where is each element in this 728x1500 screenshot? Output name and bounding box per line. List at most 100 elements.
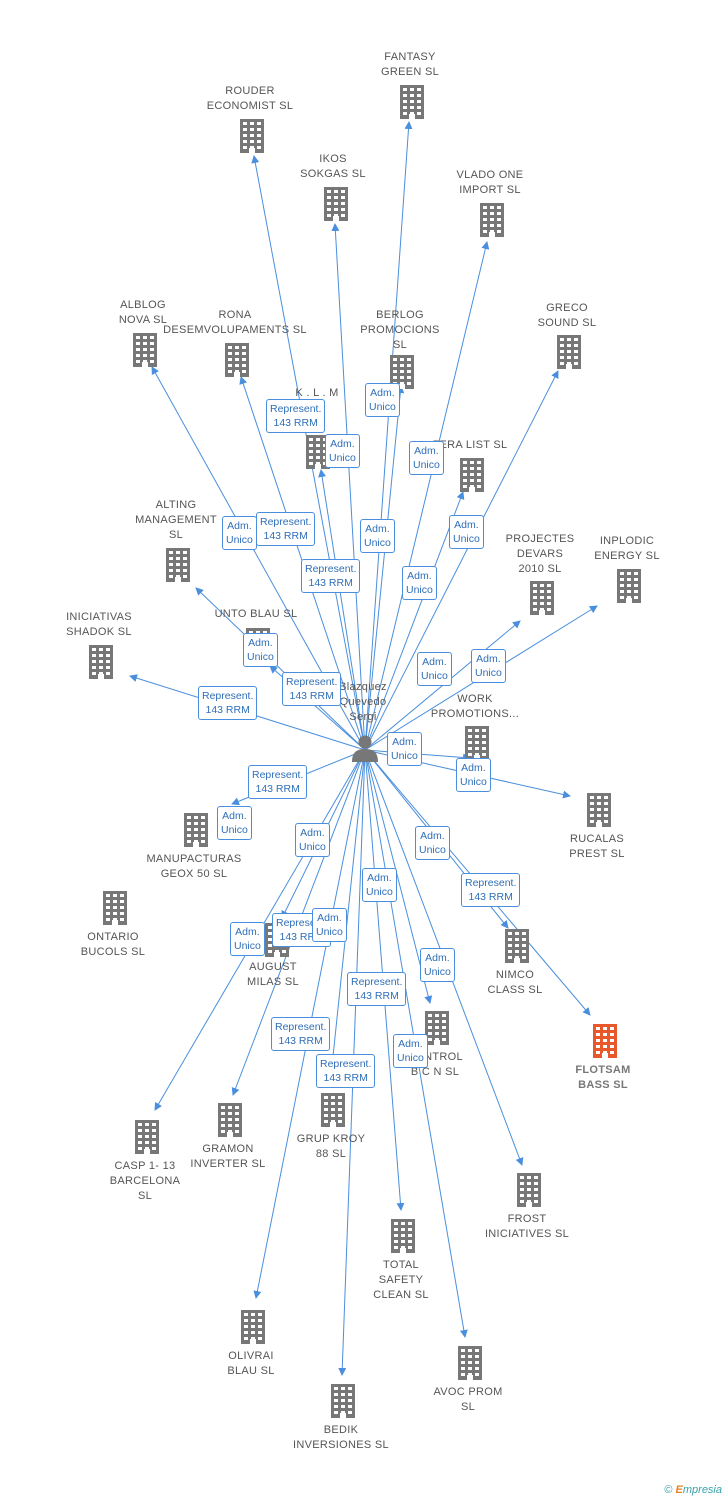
relation-label: Adm. Unico — [409, 441, 444, 475]
building-icon[interactable] — [593, 1024, 617, 1063]
relation-label: Represent. 143 RRM — [256, 512, 316, 546]
building-icon[interactable] — [617, 569, 641, 608]
company-label[interactable]: BEDIK INVERSIONES SL — [293, 1424, 389, 1451]
edge-ikos — [331, 223, 366, 751]
building-icon[interactable] — [103, 891, 127, 930]
relation-label: Adm. Unico — [312, 908, 347, 942]
company-label[interactable]: FLOTSAM BASS SL — [575, 1064, 631, 1091]
relation-label: Adm. Unico — [325, 434, 360, 468]
company-label[interactable]: INPLODIC ENERGY SL — [594, 535, 660, 562]
building-icon[interactable] — [241, 1310, 265, 1349]
building-icon[interactable] — [460, 458, 484, 497]
relation-label: Adm. Unico — [415, 826, 450, 860]
company-label[interactable]: NIMCO CLASS SL — [487, 969, 543, 996]
relation-label: Represent. 143 RRM — [301, 559, 361, 593]
building-icon[interactable] — [425, 1011, 449, 1050]
company-label[interactable]: FANTASY GREEN SL — [380, 51, 440, 78]
building-icon[interactable] — [240, 119, 264, 158]
edge-berlog — [364, 385, 405, 751]
relation-label: Adm. Unico — [387, 732, 422, 766]
relation-label: Adm. Unico — [360, 519, 395, 553]
relation-label: Adm. Unico — [420, 948, 455, 982]
relation-label: Represent. 143 RRM — [316, 1054, 376, 1088]
brand-logo-e: E — [675, 1484, 683, 1496]
edge-vlado — [364, 241, 490, 751]
relation-label: Represent. 143 RRM — [282, 672, 342, 706]
company-label[interactable]: AUGUST MILAS SL — [247, 961, 299, 988]
relation-label: Represent. 143 RRM — [266, 399, 326, 433]
person-name[interactable]: Blazquez Quevedo Sergi — [339, 681, 387, 723]
company-label[interactable]: CONTROL B C N SL — [407, 1051, 463, 1078]
copyright-symbol: © — [664, 1484, 673, 1496]
company-label[interactable]: IKOS SOKGAS SL — [300, 153, 366, 180]
relation-label: Adm. Unico — [362, 868, 397, 902]
relation-label: Represent. 143 RRM — [461, 873, 521, 907]
relation-label: Represent. 143 RRM — [248, 765, 308, 799]
building-icon[interactable] — [400, 85, 424, 124]
building-icon[interactable] — [331, 1384, 355, 1423]
edge-alting — [195, 587, 366, 751]
company-label[interactable]: ROUDER ECONOMIST SL — [206, 85, 294, 112]
building-icon[interactable] — [391, 1219, 415, 1258]
company-label[interactable]: INICIATIVAS SHADOK SL — [66, 611, 132, 638]
company-label[interactable]: MANUPACTURAS GEOX 50 SL — [146, 853, 242, 880]
relation-label: Represent. 143 RRM — [271, 1017, 331, 1051]
relation-label: Adm. Unico — [471, 649, 506, 683]
building-icon[interactable] — [133, 333, 157, 372]
company-label[interactable]: OLIVRAI BLAU SL — [227, 1350, 275, 1377]
company-label[interactable]: ONTARIO BUCOLS SL — [80, 931, 146, 958]
company-label[interactable]: AVOC PROM SL — [433, 1386, 503, 1413]
relation-label: Represent. 143 RRM — [198, 686, 258, 720]
company-label[interactable]: GRUP KROY 88 SL — [296, 1133, 366, 1160]
building-icon[interactable] — [324, 187, 348, 226]
edge-greco — [364, 370, 559, 751]
relation-label: Adm. Unico — [393, 1034, 428, 1068]
company-label[interactable]: UNTO BLAU SL — [214, 608, 298, 620]
edge-control — [364, 749, 433, 1004]
company-label[interactable]: PROJECTES DEVARS 2010 SL — [505, 533, 575, 575]
person-icon[interactable] — [351, 734, 379, 767]
building-icon[interactable] — [225, 343, 249, 382]
building-icon[interactable] — [458, 1346, 482, 1385]
company-label[interactable]: RONA DESEMVOLUPAMENTS SL — [163, 309, 307, 336]
brand-logo-text: mpresia — [682, 1484, 722, 1496]
relation-label: Adm. Unico — [402, 566, 437, 600]
building-icon[interactable] — [321, 1093, 345, 1132]
relation-label: Adm. Unico — [365, 383, 400, 417]
company-label[interactable]: GRECO SOUND SL — [537, 302, 597, 329]
company-label[interactable]: GRAMON INVERTER SL — [190, 1143, 266, 1170]
building-icon[interactable] — [557, 335, 581, 374]
relation-label: Adm. Unico — [230, 922, 265, 956]
building-icon[interactable] — [184, 813, 208, 852]
building-icon[interactable] — [505, 929, 529, 968]
relation-label: Adm. Unico — [449, 515, 484, 549]
building-icon[interactable] — [530, 581, 554, 620]
relation-label: Adm. Unico — [217, 806, 252, 840]
edge-fera — [364, 491, 465, 751]
relation-label: Adm. Unico — [222, 516, 257, 550]
building-icon[interactable] — [135, 1120, 159, 1159]
building-icon[interactable] — [89, 645, 113, 684]
relation-label: Represent. 143 RRM — [347, 972, 407, 1006]
company-label[interactable]: FROST INICIATIVES SL — [484, 1213, 570, 1240]
company-label[interactable]: RUCALAS PREST SL — [569, 833, 625, 860]
company-label[interactable]: VLADO ONE IMPORT SL — [456, 169, 524, 196]
footer-brand: © Empresia — [664, 1484, 722, 1496]
company-label[interactable]: WORK PROMOTIONS... — [430, 693, 520, 720]
building-icon[interactable] — [218, 1103, 242, 1142]
company-label[interactable]: BERLOG PROMOCIONS SL — [360, 309, 440, 351]
relation-label: Adm. Unico — [456, 758, 491, 792]
company-label[interactable]: ALBLOG NOVA SL — [118, 299, 168, 326]
company-label[interactable]: CASP 1- 13 BARCELONA SL — [109, 1160, 181, 1202]
edge-fantasy — [364, 121, 413, 751]
building-icon[interactable] — [587, 793, 611, 832]
building-icon[interactable] — [517, 1173, 541, 1212]
edge-klm — [318, 469, 366, 751]
building-icon[interactable] — [465, 726, 489, 765]
company-label[interactable]: TOTAL SAFETY CLEAN SL — [373, 1259, 429, 1301]
relation-label: Adm. Unico — [243, 633, 278, 667]
relation-label: Adm. Unico — [295, 823, 330, 857]
company-label[interactable]: ALTING MANAGEMENT SL — [135, 499, 217, 541]
building-icon[interactable] — [480, 203, 504, 242]
building-icon[interactable] — [166, 548, 190, 587]
